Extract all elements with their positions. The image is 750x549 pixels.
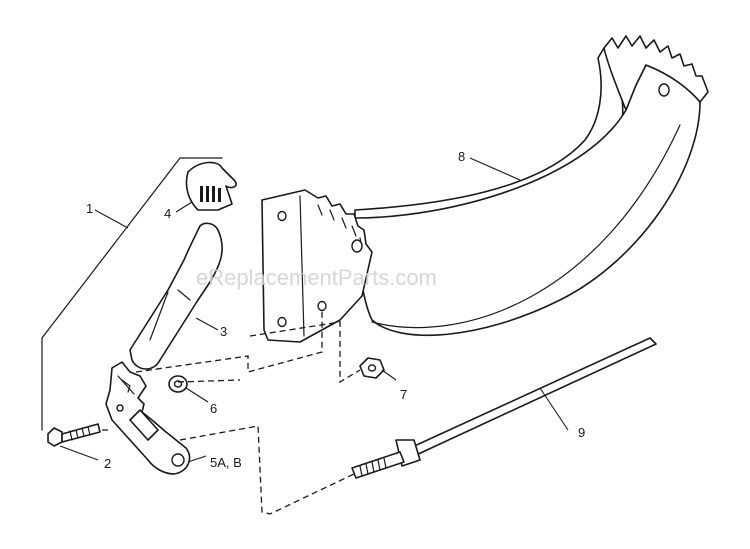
assembly-bracket-1 xyxy=(41,157,223,431)
part-2-bolt xyxy=(47,423,101,447)
part-6-washer xyxy=(168,375,188,393)
callout-4: 4 xyxy=(164,206,171,221)
callout-7: 7 xyxy=(400,387,407,402)
watermark-text: eReplacementParts.com xyxy=(196,265,437,290)
callout-6: 6 xyxy=(210,401,217,416)
callout-2: 2 xyxy=(104,456,111,471)
part-8-deflector-shield xyxy=(261,35,709,343)
part-3-lever-arm xyxy=(129,222,223,370)
part-9-rod xyxy=(351,337,657,479)
callout-8: 8 xyxy=(458,149,465,164)
part-4-grip-knob xyxy=(185,161,237,211)
callout-5: 5A, B xyxy=(210,455,242,470)
callout-1: 1 xyxy=(86,201,93,216)
alignment-lines xyxy=(102,310,361,515)
callout-9: 9 xyxy=(578,425,585,440)
part-7-nut xyxy=(359,357,385,379)
part-5-bracket-plate xyxy=(105,361,191,475)
callout-3: 3 xyxy=(220,324,227,339)
leader-lines xyxy=(59,157,569,463)
